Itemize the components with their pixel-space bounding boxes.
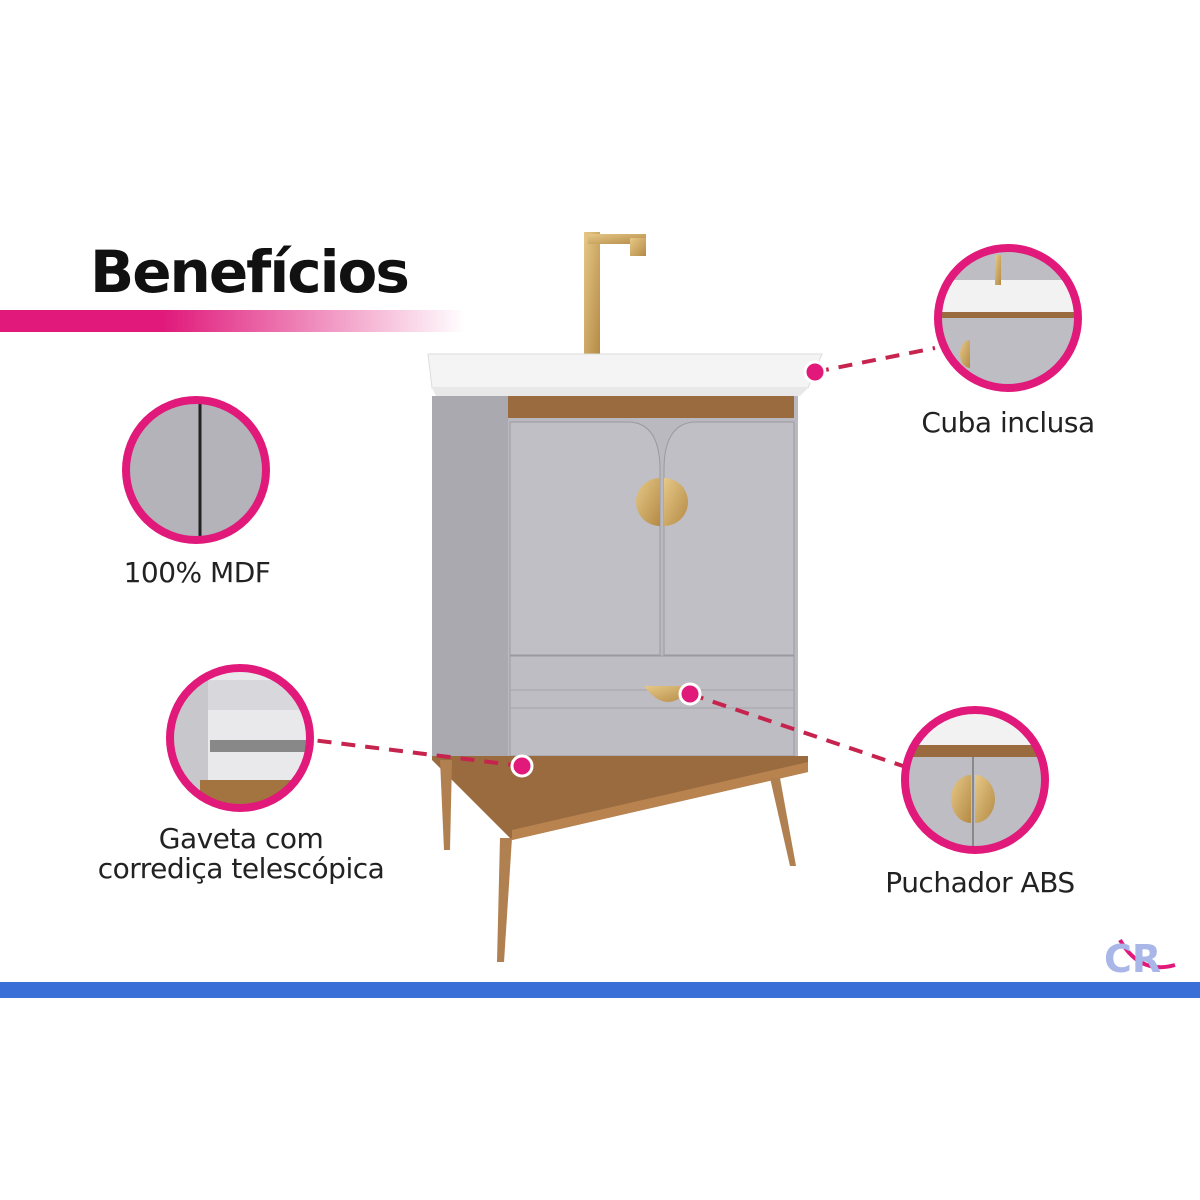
svg-text:CR: CR [1104,937,1161,981]
cabinet-base [432,756,808,840]
drawer-graphic [509,655,795,757]
basin-top [427,353,823,389]
cr-logo-icon: CR [1104,937,1176,981]
title-underline [0,310,465,332]
faucet-graphic [584,232,646,354]
drawer-label-line2: corrediça telescópica [97,852,385,885]
callout-lines [311,346,936,768]
callout-dots [510,360,827,778]
drawer-label: Gaveta com corrediça telescópica [96,824,386,884]
page-title: Benefícios [90,238,410,306]
mdf-detail-circle [122,396,270,544]
drawer-detail-circle [166,664,314,812]
basin-label: Cuba inclusa [921,406,1095,439]
bottom-bar [0,982,1200,998]
handle-detail-circle [901,706,1049,854]
cabinet-doors [509,421,795,656]
handle-label: Puchador ABS [885,866,1075,899]
mdf-label: 100% MDF [123,556,271,589]
wood-strip [508,396,794,418]
cabinet-legs [440,760,796,962]
basin-detail-circle [934,244,1082,392]
drawer-label-line1: Gaveta com [158,822,324,855]
